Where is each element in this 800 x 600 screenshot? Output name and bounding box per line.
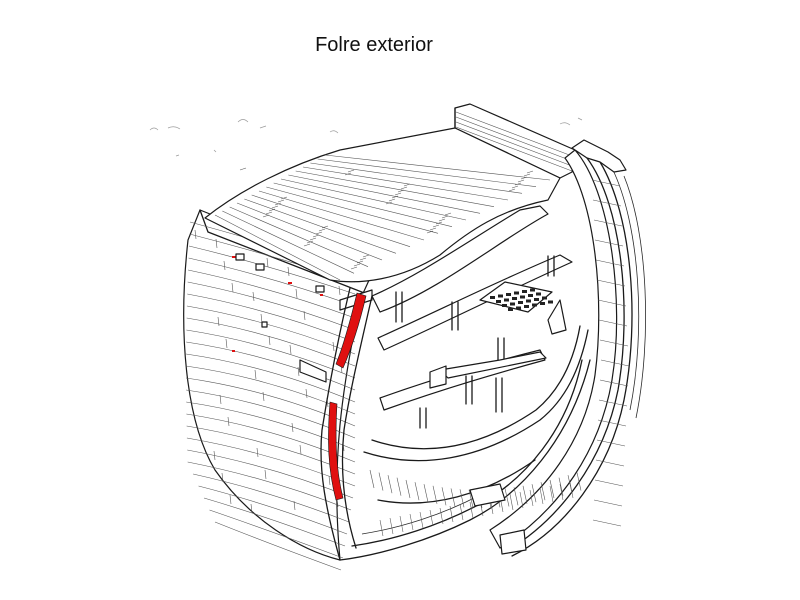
stair-bench bbox=[429, 351, 547, 389]
keel bbox=[469, 483, 527, 555]
deck-stanchions bbox=[395, 255, 567, 429]
bulkhead-fittings bbox=[235, 253, 327, 383]
hull-bottom-frames bbox=[339, 325, 591, 561]
red-marks bbox=[232, 256, 323, 352]
background-smudges bbox=[149, 117, 583, 157]
side-frames bbox=[489, 139, 646, 557]
aft-bulkhead-planking bbox=[183, 209, 373, 571]
highlighted-outer-lining bbox=[328, 292, 367, 501]
diagram-title: Folre exterior bbox=[315, 34, 433, 56]
stern-post bbox=[320, 287, 373, 561]
grating-hatch bbox=[479, 281, 553, 313]
